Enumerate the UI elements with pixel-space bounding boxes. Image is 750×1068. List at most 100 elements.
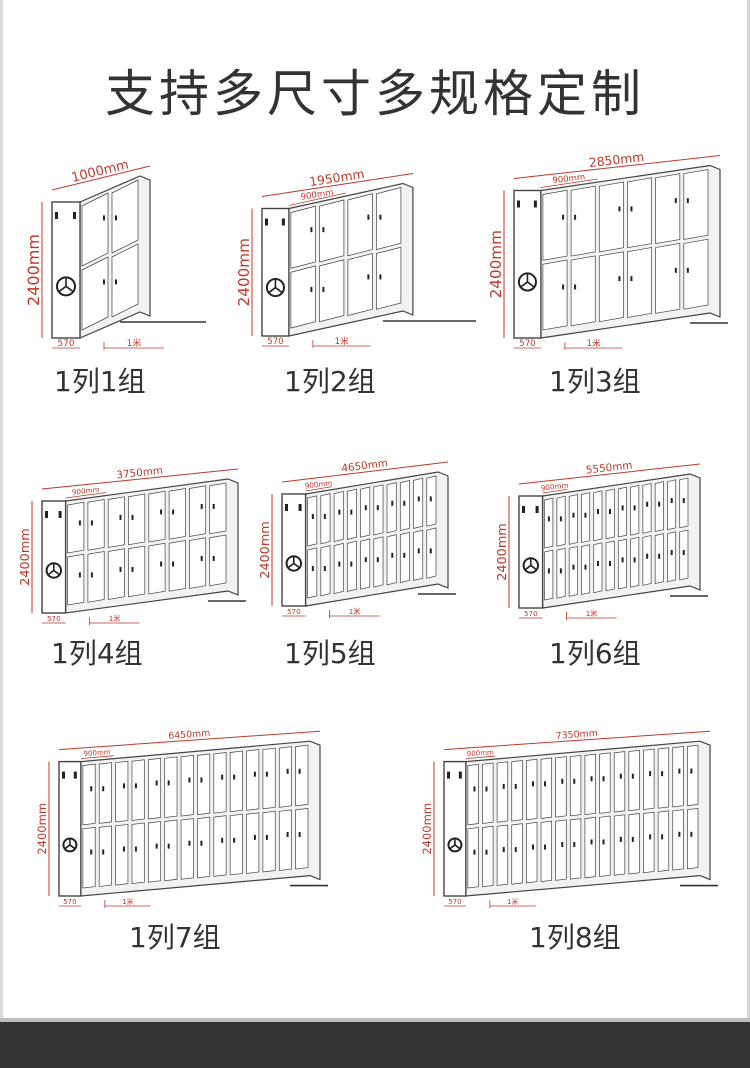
cabinet-door xyxy=(569,818,582,880)
width-dimension-line xyxy=(513,155,721,179)
end-panel-label-slot xyxy=(285,504,288,511)
bay-dimension-line xyxy=(542,488,568,494)
cabinet-door xyxy=(542,259,568,331)
cabinet-door xyxy=(307,547,318,599)
depth-label: 570 xyxy=(47,614,61,623)
end-panel-label-slot xyxy=(458,771,462,779)
handwheel-spokes xyxy=(268,279,283,294)
end-panel-label-slot xyxy=(265,218,268,226)
door-handle xyxy=(131,566,134,572)
door-handle xyxy=(212,555,215,561)
cabinet-door xyxy=(628,813,640,875)
cabinet-door xyxy=(333,490,344,543)
configuration-caption: 1列6组 xyxy=(549,637,641,670)
page-border-right xyxy=(747,0,750,1020)
page-title: 支持多尺寸多规格定制 xyxy=(105,65,645,123)
cabinet-door xyxy=(168,488,186,540)
cabinet-door xyxy=(687,808,699,870)
door-handle xyxy=(661,771,664,777)
width-dimension-line xyxy=(518,463,701,485)
cabinet-door xyxy=(164,756,178,818)
door-handle xyxy=(265,834,268,840)
handwheel-spokes xyxy=(449,838,461,850)
cabinet-door xyxy=(213,752,227,814)
height-label: 2400mm xyxy=(495,523,510,581)
door-handle xyxy=(649,834,652,840)
door-handle xyxy=(311,566,314,571)
handwheel-spokes xyxy=(64,838,76,850)
footer-bar xyxy=(0,1022,750,1068)
spacing-label: 1米 xyxy=(587,337,601,349)
cabinet-door xyxy=(197,816,211,879)
end-panel-label-slot xyxy=(447,771,450,779)
door-handle xyxy=(559,516,562,522)
door-handle xyxy=(310,227,313,233)
door-handle xyxy=(574,284,577,290)
cabinet-door xyxy=(278,746,292,808)
door-handle xyxy=(574,214,577,220)
cabinet-door xyxy=(617,538,627,590)
door-handle xyxy=(630,276,633,282)
door-handle xyxy=(573,841,576,847)
cabinet-door xyxy=(655,173,681,244)
end-panel-label-slot xyxy=(535,506,539,513)
width-label: 1000mm xyxy=(70,157,130,185)
door-handle xyxy=(200,777,203,783)
width-label: 1950mm xyxy=(308,167,365,189)
door-handle xyxy=(630,206,633,212)
door-handle xyxy=(686,267,689,273)
width-dimension-line xyxy=(281,461,449,483)
door-handle xyxy=(473,786,476,792)
spacing-label: 1米 xyxy=(507,897,518,906)
door-handle xyxy=(131,514,134,520)
door-handle xyxy=(115,279,117,285)
bay-label: 900mm xyxy=(300,188,334,203)
spacing-label: 1米 xyxy=(335,335,349,347)
cabinet-door xyxy=(111,179,139,254)
door-handle xyxy=(597,561,600,567)
cabinet-door xyxy=(290,205,316,269)
cabinet-door xyxy=(642,483,652,534)
door-handle xyxy=(678,831,681,837)
height-label: 2400mm xyxy=(24,234,43,306)
door-handle xyxy=(670,550,673,556)
door-handle xyxy=(391,500,394,506)
cabinet-door xyxy=(87,551,105,603)
door-handle xyxy=(514,783,517,789)
cabinet-door xyxy=(111,243,139,318)
door-handle xyxy=(646,553,649,559)
door-handle xyxy=(253,834,256,840)
cabinet-door xyxy=(593,542,603,594)
door-handle xyxy=(221,774,224,780)
door-handle xyxy=(200,555,203,561)
height-label: 2400mm xyxy=(420,803,434,855)
door-handle xyxy=(90,572,93,578)
door-handle xyxy=(502,847,505,853)
door-handle xyxy=(532,844,535,850)
cabinet-door xyxy=(496,761,509,823)
door-handle xyxy=(573,778,576,784)
end-panel xyxy=(41,500,67,614)
door-handle xyxy=(646,501,649,507)
handwheel-spokes xyxy=(520,273,535,288)
cabinet-door xyxy=(319,199,345,263)
cabinet-door xyxy=(115,824,129,886)
cabinet-door xyxy=(147,757,162,820)
door-handle xyxy=(119,514,122,520)
depth-label: 570 xyxy=(63,898,76,906)
door-handle xyxy=(633,505,636,511)
door-handle xyxy=(609,561,612,567)
door-handle xyxy=(547,568,550,574)
cabinet-door xyxy=(627,177,652,249)
door-handle xyxy=(602,839,605,845)
spacing-label: 1米 xyxy=(127,337,142,349)
door-handle xyxy=(167,780,170,786)
door-handle xyxy=(376,557,379,563)
cabinet-door xyxy=(360,538,371,590)
